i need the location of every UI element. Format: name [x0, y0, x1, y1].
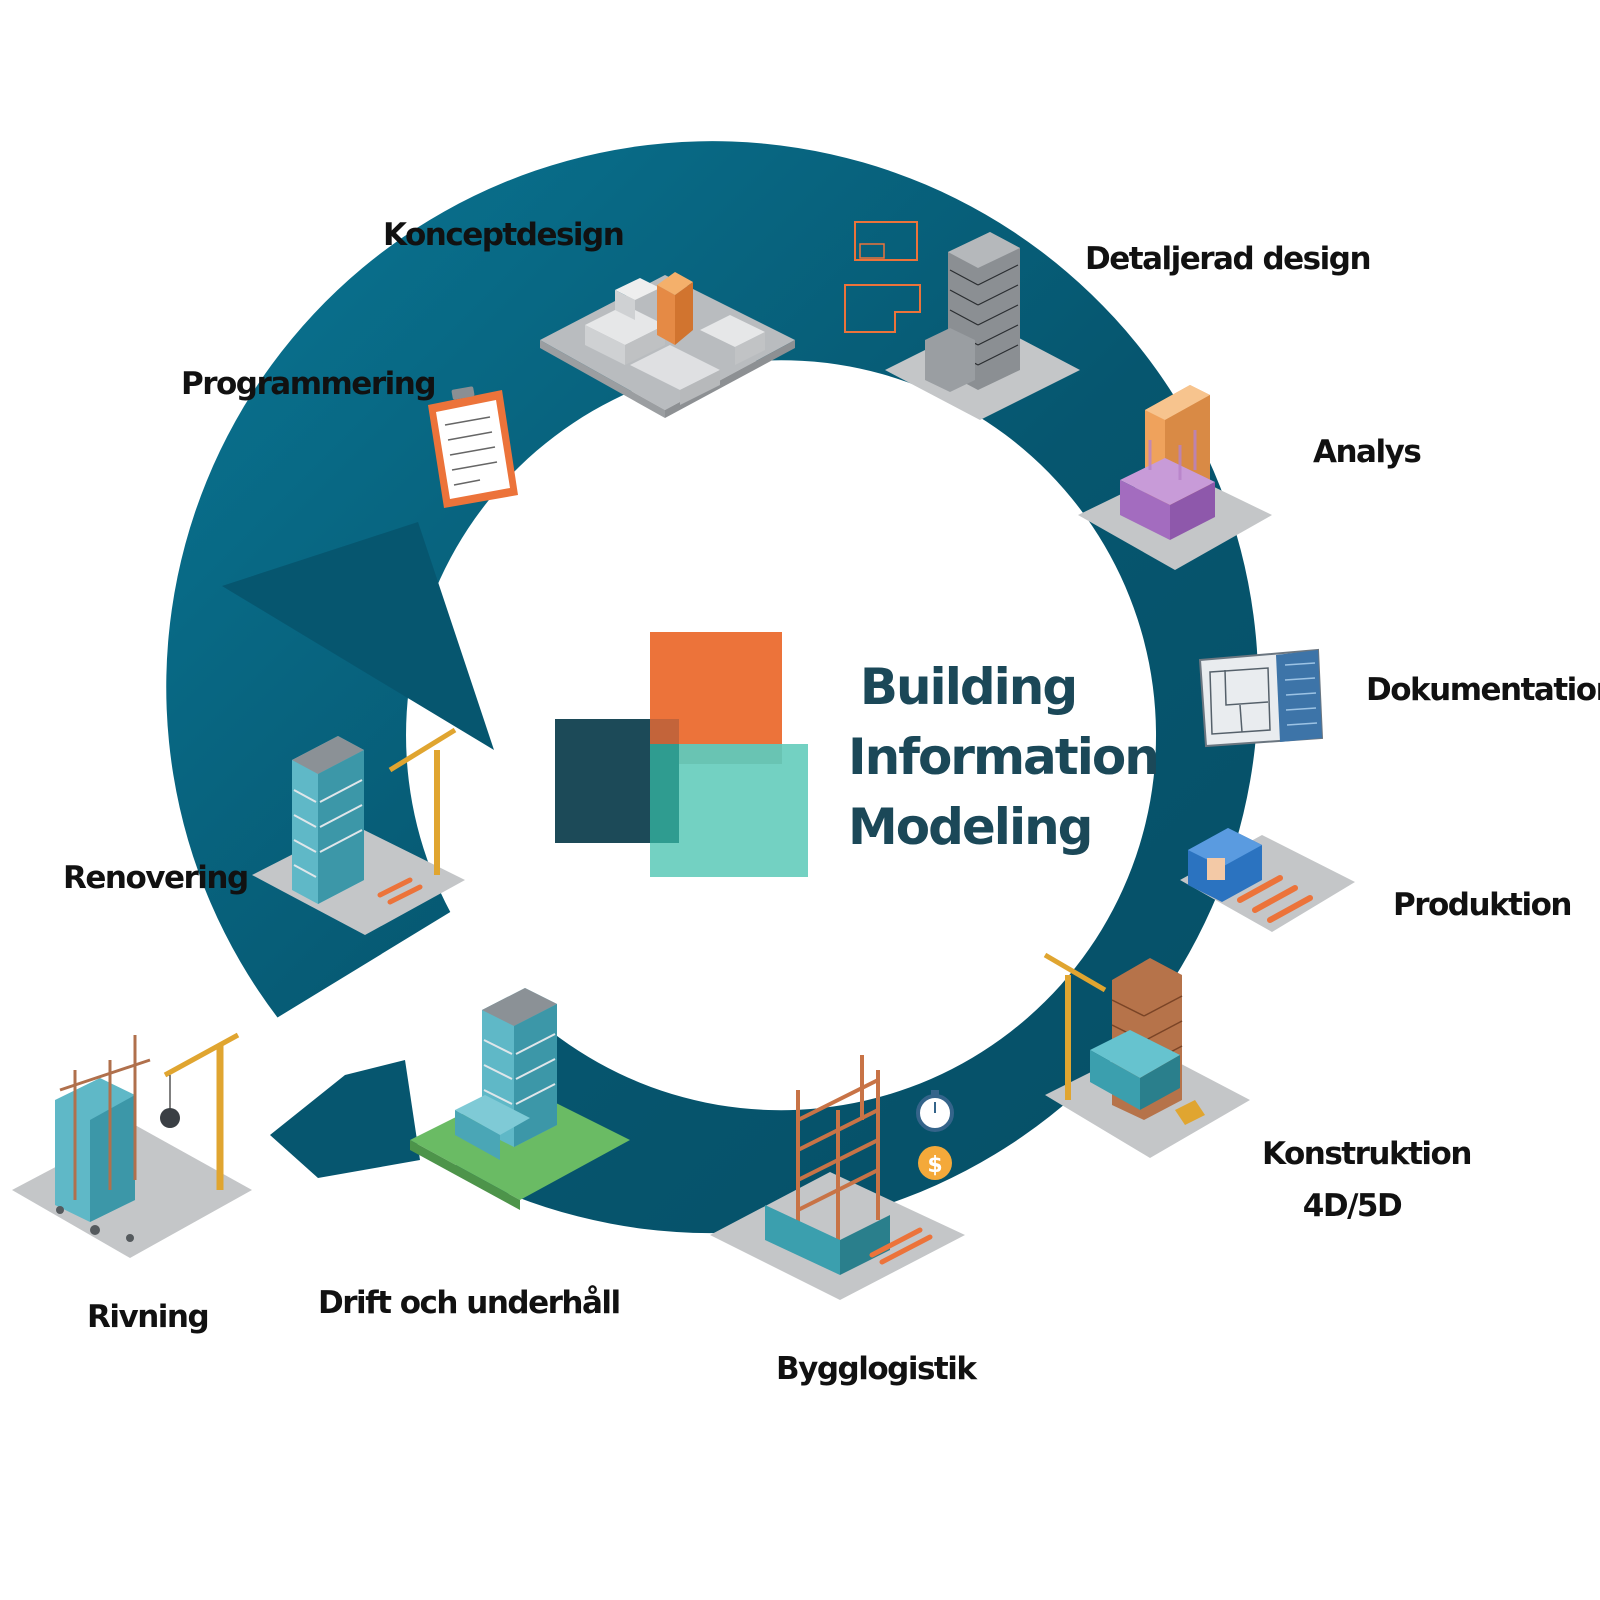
factory-icon: [1180, 828, 1355, 932]
center-title-line-3: Modeling: [848, 798, 1093, 856]
stage-label-konstruktion: Konstruktion 4D/5D: [1262, 1136, 1472, 1225]
logo-overlap-strip: [679, 744, 782, 764]
stage-label-renovering: Renovering: [63, 860, 249, 896]
office-building-icon: [410, 988, 630, 1210]
coin-dollar-icon: $: [918, 1146, 952, 1180]
blueprint-icon: [1198, 648, 1324, 748]
center-title-line-2: Information: [848, 728, 1160, 786]
stage-label-analys: Analys: [1313, 434, 1422, 470]
stage-label-bygglogistik: Bygglogistik: [776, 1351, 977, 1387]
floorplan-tower-icon: [844, 221, 1080, 420]
analysis-building-icon: [1078, 385, 1272, 570]
demolition-icon: [12, 1032, 252, 1258]
city-block-icon: [540, 272, 795, 418]
steel-frame-icon: [710, 1055, 965, 1300]
center-title: Building Information Modeling: [848, 652, 1160, 862]
stage-label-detaljerad-design: Detaljerad design: [1085, 241, 1372, 277]
stage-label-drift: Drift och underhåll: [318, 1285, 621, 1321]
construction-crane-icon: [1043, 952, 1250, 1158]
stage-label-konstruktion-line-2: 4D/5D: [1302, 1188, 1403, 1225]
stage-label-dokumentation: Dokumentation: [1366, 672, 1600, 708]
logo-overlap-orange: [650, 719, 679, 744]
renovation-crane-icon: [252, 727, 465, 935]
stopwatch-icon: [916, 1090, 954, 1132]
stage-label-programmering: Programmering: [181, 366, 437, 402]
stage-label-rivning: Rivning: [87, 1299, 210, 1335]
stage-label-konceptdesign: Konceptdesign: [383, 217, 625, 253]
svg-text:$: $: [927, 1153, 942, 1178]
stage-label-produktion: Produktion: [1393, 887, 1573, 923]
bim-logo: [555, 632, 808, 877]
ring-arrow-tail: [270, 1060, 420, 1178]
ring-arrow-head: [222, 522, 494, 750]
clipboard-icon: [428, 386, 518, 508]
logo-overlap-dark: [650, 744, 679, 843]
stage-label-konstruktion-line-1: Konstruktion: [1262, 1136, 1472, 1172]
center-title-line-1: Building: [859, 658, 1078, 716]
